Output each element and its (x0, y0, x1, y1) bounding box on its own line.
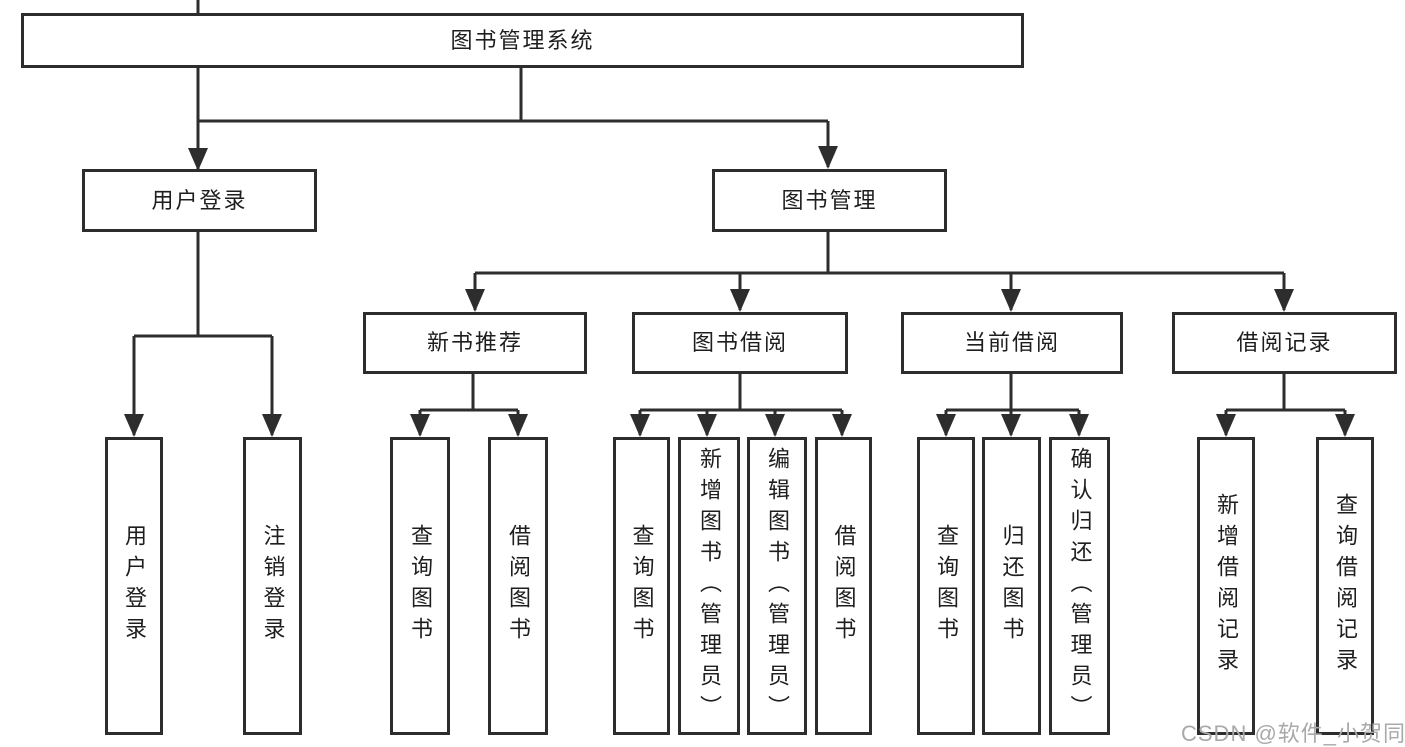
leaf-query-borrow-record: 查询借阅记录 (1316, 437, 1374, 735)
node-current-borrowing: 当前借阅 (901, 312, 1123, 374)
node-borrowing-records: 借阅记录 (1172, 312, 1397, 374)
leaf-return-books: 归还图书 (982, 437, 1041, 735)
node-new-book-recommend: 新书推荐 (363, 312, 587, 374)
node-book-management: 图书管理 (712, 169, 947, 232)
leaf-query-books-current: 查询图书 (917, 437, 975, 735)
node-user-login: 用户登录 (82, 169, 317, 232)
leaf-borrow-books-recommend: 借阅图书 (488, 437, 548, 735)
leaf-borrow-books-borrowing: 借阅图书 (815, 437, 872, 735)
node-book-borrowing: 图书借阅 (632, 312, 848, 374)
leaf-add-books-admin: 新增图书（管理员） (678, 437, 740, 735)
leaf-add-borrow-record: 新增借阅记录 (1197, 437, 1255, 735)
leaf-confirm-return-admin: 确认归还（管理员） (1049, 437, 1110, 735)
leaf-query-books-recommend: 查询图书 (390, 437, 450, 735)
leaf-logout: 注销登录 (243, 437, 302, 735)
leaf-edit-books-admin: 编辑图书（管理员） (747, 437, 807, 735)
leaf-user-login: 用户登录 (105, 437, 163, 735)
csdn-watermark: CSDN @软件_小贺同学 (1181, 721, 1405, 746)
leaf-query-books-borrowing: 查询图书 (613, 437, 670, 735)
node-library-management-system: 图书管理系统 (21, 13, 1024, 68)
